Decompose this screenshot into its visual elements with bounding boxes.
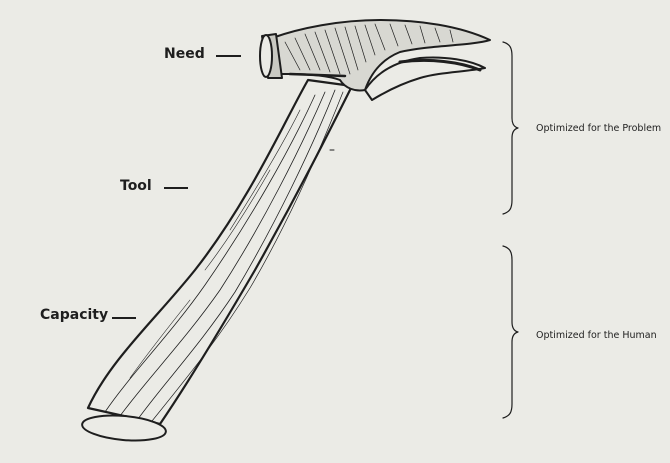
- bracket-problem: [503, 42, 518, 214]
- bracket-label-human: Optimized for the Human: [536, 331, 657, 341]
- hammer-claw: [365, 57, 485, 100]
- need-pointer-line: [216, 55, 241, 57]
- bracket-label-problem: Optimized for the Problem: [536, 124, 661, 134]
- tool-pointer-line: [164, 187, 188, 189]
- bracket-human: [503, 246, 518, 418]
- capacity-pointer-line: [112, 317, 136, 319]
- label-capacity: Capacity: [40, 308, 108, 322]
- label-tool: Tool: [120, 179, 152, 193]
- handle-outline: [88, 80, 352, 424]
- label-need: Need: [164, 47, 205, 61]
